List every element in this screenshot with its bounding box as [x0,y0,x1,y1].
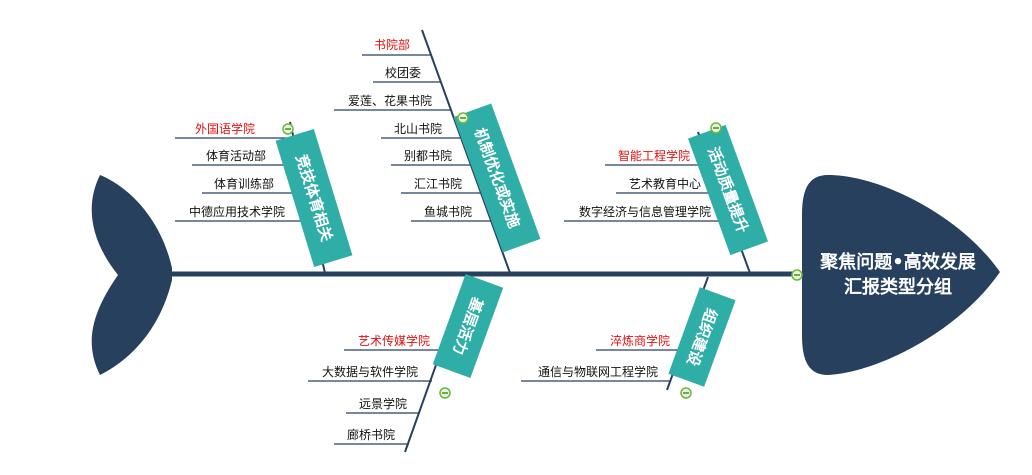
branch-item[interactable]: 别都书院 [404,149,452,163]
head-title-line1: 聚焦问题•高效发展 [819,251,977,273]
collapse-toggle-icon[interactable] [680,387,692,399]
collapse-toggle-icon[interactable] [457,112,469,124]
collapse-toggle-icon[interactable] [439,387,451,399]
branch-item[interactable]: 数字经济与信息管理学院 [579,204,711,219]
branch-item[interactable]: 北山书院 [394,122,442,136]
branch-item[interactable]: 中德应用技术学院 [189,204,285,219]
branch-item[interactable]: 体育训练部 [214,176,274,191]
branch-item[interactable]: 书院部 [374,37,410,52]
branch-item[interactable]: 大数据与软件学院 [322,364,418,379]
collapse-toggle-icon[interactable] [791,269,803,281]
branch-item[interactable]: 艺术传媒学院 [358,333,430,348]
branch-item[interactable]: 校团委 [385,65,421,80]
bone-organization-building[interactable]: 淬炼商学院 通信与物联网工程学院 组织建设 [521,276,736,391]
bone-grassroots-vitality[interactable]: 艺术传媒学院 大数据与软件学院 远景学院 廊桥书院 基层活力 [308,274,504,453]
branch-item[interactable]: 鱼城书院 [424,205,472,219]
bone-activity-quality[interactable]: 智能工程学院 艺术教育中心 数字经济与信息管理学院 活动质量提升 [564,124,768,274]
branch-item[interactable]: 远景学院 [359,396,407,411]
branch-item[interactable]: 通信与物联网工程学院 [538,364,658,379]
branch-item[interactable]: 爱莲、花果书院 [348,93,432,108]
branch-item[interactable]: 体育活动部 [206,148,266,163]
collapse-toggle-icon[interactable] [710,122,722,134]
fish-tail [91,175,172,375]
branch-item[interactable]: 淬炼商学院 [610,333,670,348]
collapse-toggle-icon[interactable] [282,123,294,135]
branch-item[interactable]: 智能工程学院 [618,148,690,163]
head-title-line2: 汇报类型分组 [844,276,952,298]
branch-item[interactable]: 外国语学院 [195,121,255,136]
branch-item[interactable]: 汇江书院 [414,177,462,191]
fish-head[interactable] [802,175,1000,375]
bone-mechanism-optimization[interactable]: 书院部 校团委 爱莲、花果书院 北山书院 别都书院 汇江书院 鱼城书院 机制优化… [334,29,541,274]
bone-competitive-sports[interactable]: 外国语学院 体育活动部 体育训练部 中德应用技术学院 竞技体育相关 [175,121,353,274]
branch-item[interactable]: 艺术教育中心 [629,176,701,191]
branch-item[interactable]: 廊桥书院 [347,427,395,442]
